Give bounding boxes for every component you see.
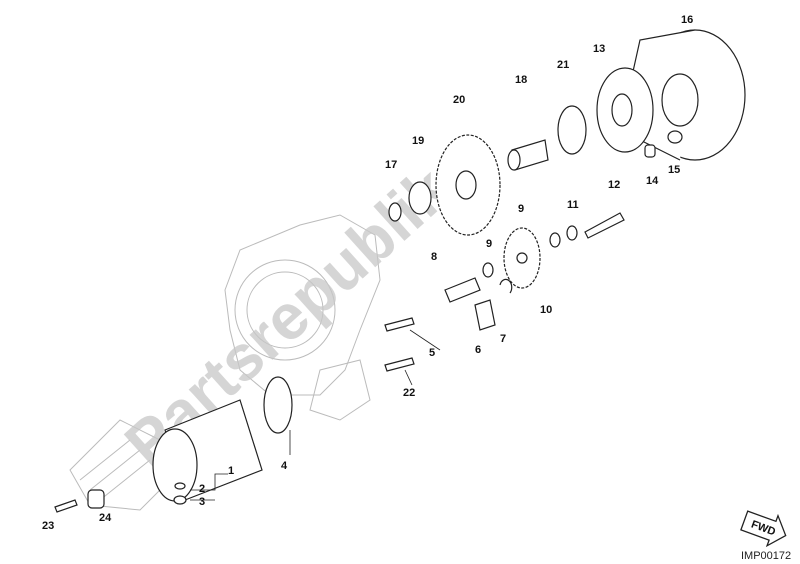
- callout-10: 10: [540, 304, 552, 316]
- callout-12: 12: [608, 179, 620, 191]
- callout-14: 14: [646, 175, 659, 187]
- callout-17: 17: [385, 159, 397, 171]
- starter-motor-1: [152, 399, 263, 502]
- callout-7: 7: [500, 333, 506, 345]
- callout-6: 6: [475, 344, 481, 356]
- gear-20: [435, 134, 501, 236]
- leader-lines: [190, 329, 441, 501]
- callout-24: 24: [99, 512, 112, 524]
- starter-clutch-13: [596, 67, 654, 153]
- callout-23: 23: [42, 520, 54, 532]
- screw-22: [384, 357, 415, 372]
- circlip-11: [566, 225, 578, 241]
- callout-20: 20: [453, 94, 465, 106]
- screw-23: [54, 499, 78, 513]
- shaft-8: [444, 277, 481, 303]
- washer-9a: [549, 232, 561, 248]
- bushing-18: [507, 139, 549, 171]
- fwd-arrow-icon: FWD: [740, 510, 787, 548]
- callout-3: 3: [199, 496, 205, 508]
- gear-10: [503, 227, 541, 289]
- screw-5: [384, 317, 415, 332]
- nut-3: [173, 495, 187, 505]
- callout-4: 4: [281, 460, 288, 472]
- bearing-21: [557, 105, 587, 155]
- callout-18: 18: [515, 74, 527, 86]
- callout-16: 16: [681, 14, 693, 26]
- callout-9: 9: [486, 238, 492, 250]
- callout-11: 11: [567, 199, 579, 211]
- callout-5: 5: [429, 347, 435, 359]
- gasket-4: [263, 376, 293, 434]
- callout-15: 15: [668, 164, 680, 176]
- washer-2: [174, 482, 186, 490]
- callout-22: 22: [403, 387, 415, 399]
- screw-12: [584, 212, 625, 239]
- spacer-24: [87, 489, 105, 509]
- washer-9b: [482, 262, 494, 278]
- nut-15: [667, 130, 683, 144]
- needle-bearing-19: [408, 181, 432, 215]
- callout-21: 21: [557, 59, 569, 71]
- dowel-14: [644, 144, 656, 158]
- flywheel-16: [619, 29, 746, 161]
- washer-17: [388, 202, 402, 222]
- circlip-7: [499, 278, 513, 294]
- callout-9: 9: [518, 203, 524, 215]
- callout-8: 8: [431, 251, 437, 263]
- callout-19: 19: [412, 135, 424, 147]
- pinion-6: [474, 299, 496, 331]
- callout-13: 13: [593, 43, 605, 55]
- callout-1: 1: [228, 465, 234, 477]
- callout-2: 2: [199, 483, 205, 495]
- drawing-code: IMP00172: [741, 550, 791, 562]
